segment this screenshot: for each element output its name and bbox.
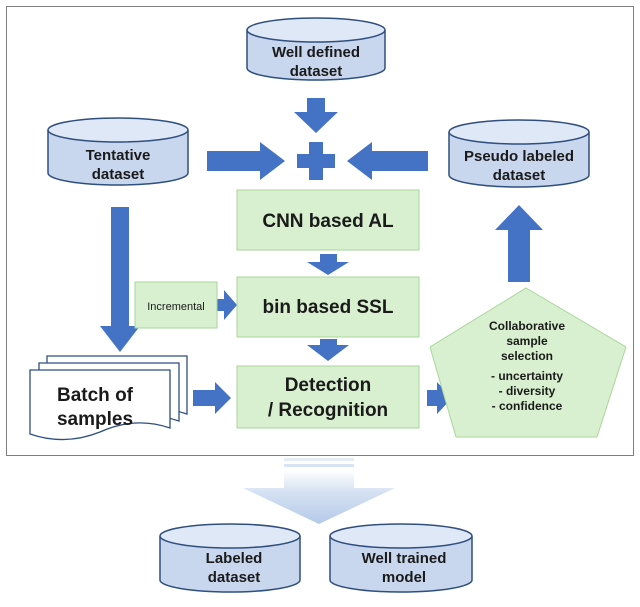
pentagon-line: - uncertainty (491, 369, 563, 383)
pentagon-line: selection (501, 349, 553, 363)
box-label-line: / Recognition (268, 400, 388, 421)
detection-recognition-box: Detection / Recognition (236, 365, 420, 429)
cylinder-well-trained-model: Well trained model (329, 523, 473, 593)
arrow-up-to-pseudo (495, 205, 543, 282)
pentagon-line: Collaborative (489, 319, 565, 333)
arrow-right-from-batch (193, 382, 231, 414)
bin-based-ssl-box: bin based SSL (236, 276, 420, 338)
cylinder-label-line: Well trained (362, 550, 447, 567)
cylinder-label-line: Tentative (86, 147, 151, 164)
box-label: Incremental (147, 301, 204, 313)
arrow-down-to-ssl (307, 254, 349, 275)
cylinder-pseudo-labeled-dataset: Pseudo labeled dataset (448, 119, 590, 188)
big-output-arrow (243, 458, 395, 524)
cylinder-well-defined-dataset: Well defined dataset (246, 17, 386, 81)
pentagon-line: - confidence (492, 399, 563, 413)
cylinder-labeled-dataset: Labeled dataset (159, 523, 301, 593)
main-frame (6, 6, 634, 456)
collaborative-sample-selection-pentagon: Collaborative sample selection - uncerta… (429, 287, 627, 438)
cylinder-label-line: dataset (92, 166, 145, 183)
cylinder-tentative-dataset: Tentative dataset (47, 117, 189, 186)
batch-label-line: samples (57, 409, 133, 430)
cylinder-label-line: dataset (290, 63, 343, 80)
box-label: bin based SSL (263, 297, 394, 318)
incremental-box: Incremental (134, 281, 218, 329)
cylinder-label-line: dataset (208, 569, 261, 586)
cylinder-label-line: model (382, 569, 426, 586)
arrow-left-from-pseudo (347, 142, 428, 180)
cylinder-label-line: Labeled (206, 550, 263, 567)
arrow-down-from-tentative (100, 207, 140, 352)
batch-label-line: Batch of (57, 385, 134, 406)
arrow-right-from-incremental (217, 290, 237, 320)
cylinder-label-line: Pseudo labeled (464, 148, 574, 165)
batch-of-samples-documents: Batch of samples (29, 355, 188, 441)
arrow-right-to-pentagon (427, 382, 452, 414)
pentagon-line: sample (506, 334, 548, 348)
plus-icon (297, 142, 335, 180)
box-label: CNN based AL (262, 211, 394, 232)
arrow-right-from-tentative (207, 142, 285, 180)
pentagon-line: - diversity (499, 384, 556, 398)
arrow-down-from-well-defined (294, 98, 338, 133)
arrow-down-to-detection (307, 339, 349, 361)
cnn-based-al-box: CNN based AL (236, 189, 420, 251)
cylinder-label-line: Well defined (272, 44, 360, 61)
cylinder-label-line: dataset (493, 167, 546, 184)
box-label-line: Detection (285, 375, 372, 396)
